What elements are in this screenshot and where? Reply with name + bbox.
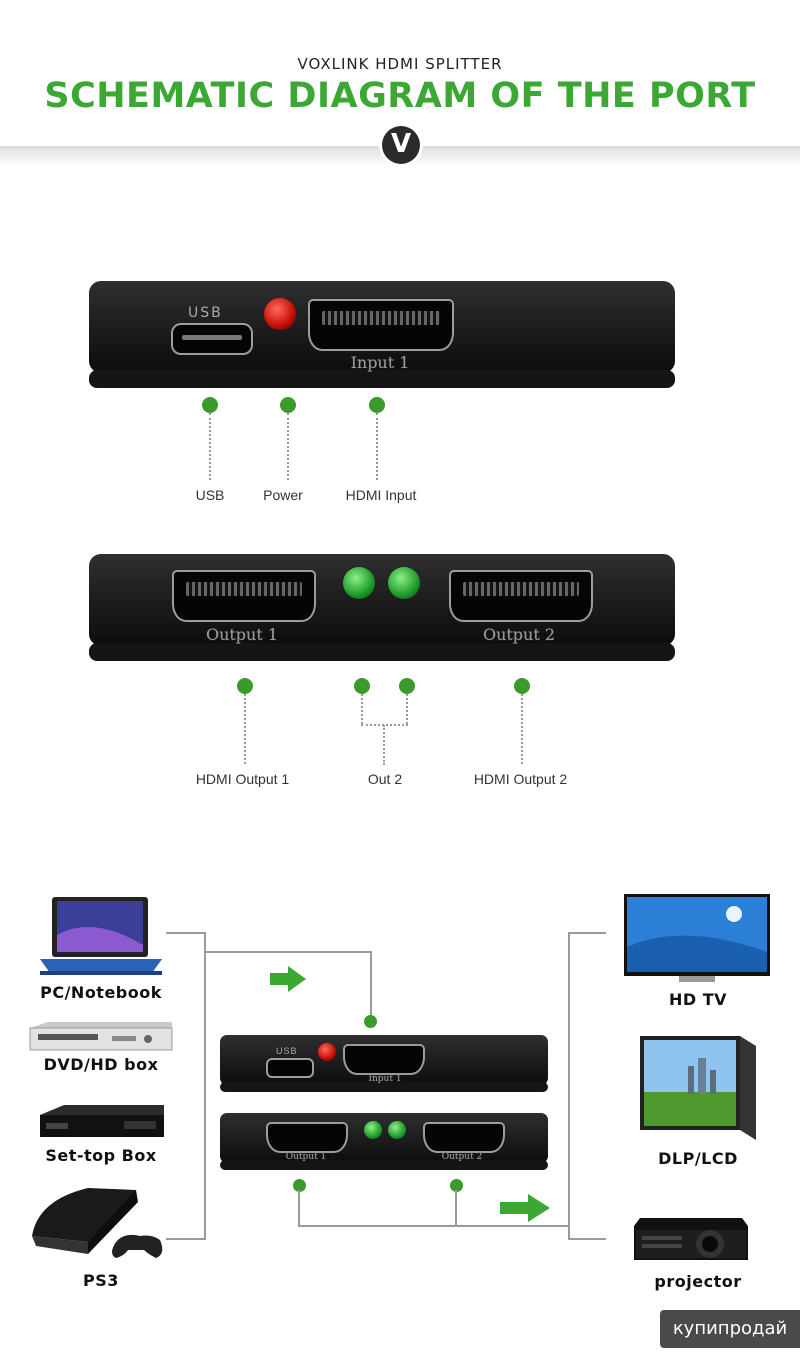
mini-power-led-icon: [318, 1043, 336, 1061]
input-drop-line: [370, 951, 372, 1021]
mini-input-label: Input 1: [368, 1074, 402, 1084]
flow-arrow-right-icon-2: [500, 1194, 550, 1222]
source-line-ps3: [166, 1238, 206, 1240]
output-1-led-icon: [343, 567, 375, 599]
mini-usb-port: [266, 1058, 314, 1078]
mini-output-1-label: Output 1: [285, 1152, 327, 1162]
led-2-callout-dot: [399, 678, 415, 694]
laptop-icon: [40, 897, 162, 975]
mini-output-2-dot: [450, 1179, 463, 1192]
led-2-callout-line: [406, 694, 408, 724]
mini-input-dot: [364, 1015, 377, 1028]
usb-callout-line: [209, 413, 211, 480]
source-line-pc: [166, 932, 206, 934]
hdmi-input-callout-line: [376, 413, 378, 480]
hdmi-output-2-port-label: Output 2: [482, 625, 556, 644]
led-1-callout-dot: [354, 678, 370, 694]
power-callout-line: [287, 413, 289, 480]
source-to-input-line: [204, 951, 372, 953]
mini-hdmi-input-port: [343, 1044, 425, 1075]
led-1-callout-line: [361, 694, 363, 724]
mini-output-1-led-icon: [364, 1121, 382, 1139]
mini-output-2-led-icon: [388, 1121, 406, 1139]
output-panel-base: [89, 643, 675, 661]
display-label-dlp: DLP/LCD: [658, 1149, 738, 1168]
output-2-led-icon: [388, 567, 420, 599]
projector-icon: [634, 1218, 748, 1260]
display-line-projector: [568, 1238, 606, 1240]
display-label-projector: projector: [654, 1272, 742, 1291]
source-label-settop: Set-top Box: [45, 1146, 157, 1165]
mini-hdmi-output-2-port: [423, 1122, 505, 1153]
hdmi-output-1-port: [172, 570, 316, 622]
mini-output-base: [220, 1160, 548, 1170]
mini-output-2-label: Output 2: [441, 1152, 483, 1162]
usb-callout-label: USB: [195, 487, 225, 503]
display-label-hdtv: HD TV: [668, 990, 728, 1009]
dlp-lcd-icon: [640, 1036, 756, 1140]
out2-callout-label: Out 2: [367, 771, 403, 787]
output-2-callout-label: HDMI Output 2: [473, 771, 568, 787]
mini-usb-label: USB: [276, 1046, 298, 1056]
hdmi-output-1-port-label: Output 1: [205, 625, 279, 644]
micro-usb-port: [171, 323, 253, 355]
mini-output-1-dot: [293, 1179, 306, 1192]
flow-arrow-right-icon: [270, 966, 306, 992]
display-line-hdtv: [568, 932, 606, 934]
led-callout-line: [383, 725, 385, 765]
source-bus-vertical: [204, 932, 206, 1240]
hdmi-input-port: [308, 299, 454, 351]
usb-callout-dot: [202, 397, 218, 413]
source-label-pc: PC/Notebook: [40, 983, 162, 1002]
hdmi-input-callout-label: HDMI Input: [345, 487, 417, 503]
dvd-player-icon: [29, 1022, 173, 1051]
mini-hdmi-output-1-port: [266, 1122, 348, 1153]
output-2-callout-line: [521, 694, 523, 764]
hdmi-input-callout-dot: [369, 397, 385, 413]
mini-input-base: [220, 1082, 548, 1092]
hdmi-input-port-label: Input 1: [350, 353, 410, 372]
power-callout-dot: [280, 397, 296, 413]
input-panel-base: [89, 370, 675, 388]
power-callout-label: Power: [263, 487, 303, 503]
voxlink-logo-icon: V: [382, 126, 420, 164]
power-led-icon: [264, 298, 296, 330]
output-2-drop-line: [455, 1190, 457, 1226]
brand-subtitle: VOXLINK HDMI SPLITTER: [297, 55, 503, 73]
output-2-callout-dot: [514, 678, 530, 694]
hdmi-output-2-port: [449, 570, 593, 622]
output-1-callout-dot: [237, 678, 253, 694]
ps3-console-icon: [32, 1188, 163, 1258]
output-1-callout-line: [244, 694, 246, 764]
source-label-dvd: DVD/HD box: [43, 1055, 159, 1074]
watermark-badge: купипродай: [660, 1310, 800, 1348]
output-1-callout-label: HDMI Output 1: [195, 771, 290, 787]
display-bus-vertical: [568, 932, 570, 1240]
source-label-ps3: PS3: [83, 1271, 119, 1290]
page-title: SCHEMATIC DIAGRAM OF THE PORT: [44, 76, 756, 116]
output-bus-horizontal: [298, 1225, 570, 1227]
output-1-drop-line: [298, 1190, 300, 1226]
hdtv-icon: [624, 894, 770, 982]
settop-box-icon: [40, 1105, 164, 1137]
usb-port-label: USB: [188, 305, 223, 321]
